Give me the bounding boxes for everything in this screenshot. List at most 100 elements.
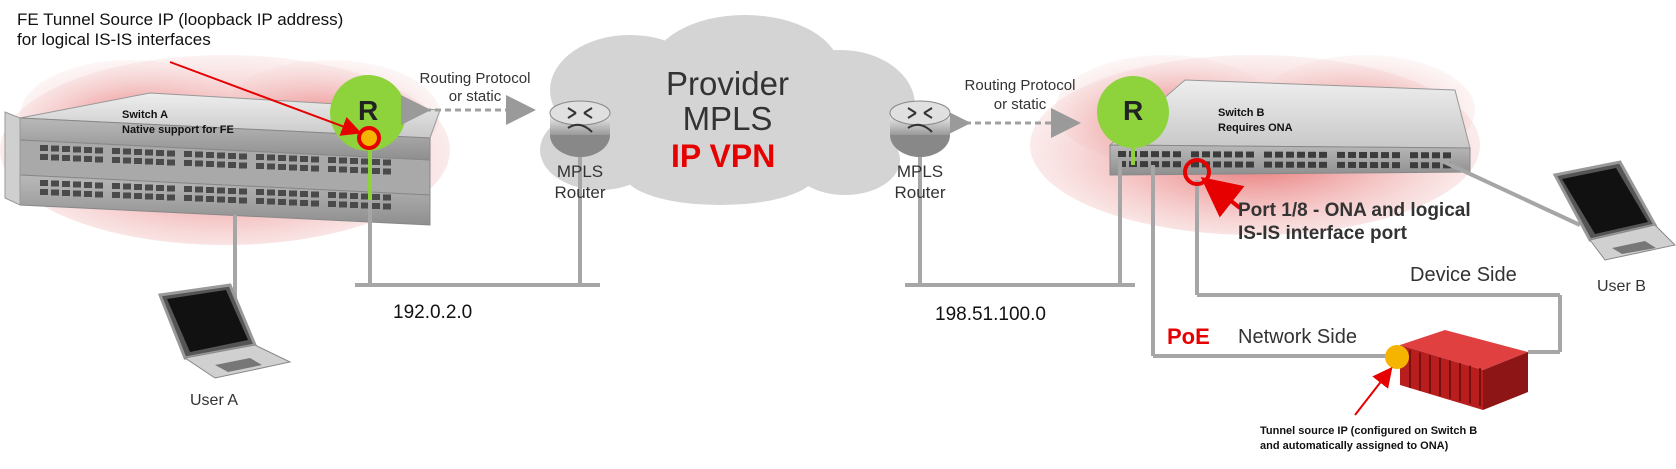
switch-port [311, 200, 319, 207]
switch-port [40, 189, 48, 195]
switch-port [95, 182, 103, 189]
switch-port [339, 157, 347, 164]
switch-port [51, 154, 59, 161]
switch-port [339, 166, 347, 173]
switch-port [112, 148, 120, 154]
switch-port [184, 195, 192, 201]
switch-port [51, 145, 59, 152]
switch-port [1392, 152, 1400, 159]
switch-port [217, 161, 225, 168]
switch-port [267, 154, 275, 161]
switch-port [123, 183, 131, 190]
user-b-label: User B [1597, 278, 1646, 295]
left-routing-protocol-line1: Routing Protocol [419, 70, 531, 87]
switch-port [95, 156, 103, 163]
switch-port [311, 165, 319, 172]
switch-port [1246, 151, 1254, 158]
switch-port [145, 158, 153, 165]
left-mpls-router [549, 100, 611, 157]
switch-port [1381, 152, 1389, 159]
switch-port [1151, 161, 1159, 168]
switch-port [156, 150, 164, 156]
switch-port [206, 187, 214, 193]
switch-port [1162, 161, 1170, 168]
switch-port [350, 193, 358, 199]
switch-port [84, 191, 92, 197]
switch-port [1173, 161, 1181, 168]
ona-tunnel-marker [1385, 345, 1409, 369]
switch-port [1235, 161, 1243, 168]
switch-port [372, 194, 380, 200]
switch-port [1191, 161, 1199, 168]
switch-port [1275, 161, 1283, 168]
ona-tunnel-note-line2: and automatically assigned to ONA) [1260, 440, 1449, 452]
switch-port [1410, 152, 1418, 159]
fe-tunnel-note-line1: FE Tunnel Source IP (loopback IP address… [17, 10, 344, 29]
switch-port [40, 180, 48, 186]
switch-b-desc: Requires ONA [1218, 122, 1293, 134]
switch-port [239, 197, 247, 204]
switch-port [278, 155, 286, 161]
switch-port [134, 193, 142, 199]
switch-port [1151, 151, 1159, 158]
switch-port [350, 167, 358, 173]
switch-port [134, 149, 142, 155]
poe-label: PoE [1167, 324, 1210, 349]
switch-port [372, 203, 380, 209]
port-1-8-highlight [1183, 158, 1211, 186]
switch-port [167, 159, 175, 166]
switch-port [62, 155, 70, 161]
switch-port [62, 190, 70, 196]
switch-a-tunnel-marker [357, 126, 381, 150]
switch-port [1140, 161, 1148, 168]
ona-tunnel-arrow [1354, 366, 1393, 416]
switch-port [228, 197, 236, 203]
switch-b-router-label: R [1123, 95, 1144, 126]
switch-port [350, 202, 358, 208]
fe-tunnel-arrow [169, 61, 362, 136]
switch-port [40, 154, 48, 160]
switch-port [1202, 151, 1210, 158]
switch-port [134, 184, 142, 190]
left-router-label-line2: Router [554, 183, 606, 202]
switch-port [300, 191, 308, 197]
switch-port [73, 181, 81, 188]
switch-port [84, 156, 92, 162]
switch-port [300, 156, 308, 162]
switch-port [206, 196, 214, 202]
cloud-title-ipvpn: IP VPN [671, 138, 776, 174]
switch-port [217, 152, 225, 159]
switch-port [167, 150, 175, 157]
cloud-title-line1: Provider [666, 65, 789, 102]
switch-port [1308, 161, 1316, 168]
switch-port [383, 159, 391, 166]
switch-port [339, 201, 347, 208]
switch-port [95, 191, 103, 198]
switch-port [361, 158, 369, 165]
right-router-label-line2: Router [894, 183, 946, 202]
right-mpls-router [889, 100, 951, 157]
left-routing-protocol-line2: or static [448, 88, 502, 105]
switch-port [383, 194, 391, 201]
switch-port [267, 198, 275, 205]
switch-port [112, 183, 120, 189]
switch-port [361, 193, 369, 200]
switch-port [1162, 151, 1170, 158]
switch-port [278, 190, 286, 196]
switch-b-name: Switch B [1218, 107, 1265, 119]
switch-port [112, 192, 120, 198]
switch-port [300, 200, 308, 206]
right-routing-protocol-line2: or static [993, 96, 1047, 113]
switch-port [51, 180, 59, 187]
switch-port [1286, 161, 1294, 168]
switch-port [184, 151, 192, 157]
switch-port [134, 158, 142, 164]
switch-port [372, 159, 380, 165]
switch-port [1224, 161, 1232, 168]
switch-port [1337, 151, 1345, 158]
switch-port [145, 149, 153, 156]
switch-port [1286, 151, 1294, 158]
switch-port [1191, 151, 1199, 158]
switch-port [1432, 162, 1440, 169]
switch-port [184, 186, 192, 192]
